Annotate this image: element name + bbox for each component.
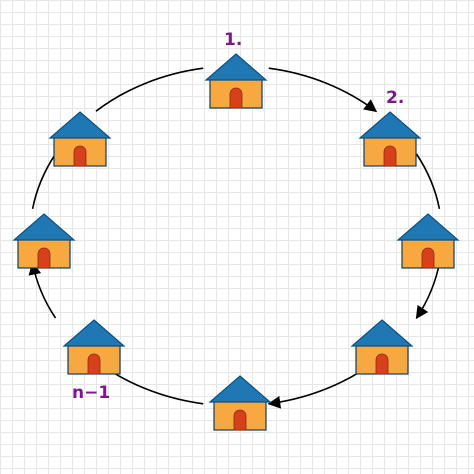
house-door: [383, 145, 397, 167]
house-door: [87, 353, 101, 375]
house-roof: [62, 319, 126, 347]
house-node: [396, 213, 460, 269]
house-node: [358, 111, 422, 167]
house-roof: [358, 111, 422, 139]
house-nodes: [12, 53, 460, 431]
house-node: [12, 213, 76, 269]
house-roof: [350, 319, 414, 347]
ring-edge: [415, 153, 441, 210]
house-door: [421, 247, 435, 269]
house-roof: [208, 375, 272, 403]
house-node: [350, 319, 414, 375]
ring-edge: [268, 67, 378, 113]
label-last-house: n−1: [72, 383, 111, 403]
ring-edge: [31, 153, 57, 210]
ring-edge: [28, 261, 57, 319]
house-door: [229, 87, 243, 109]
label-first-house: 1.: [224, 30, 243, 50]
house-roof: [204, 53, 268, 81]
house-door: [233, 409, 247, 431]
label-second-house: 2.: [386, 88, 405, 108]
house-node: [204, 53, 268, 109]
ring-edge: [415, 262, 441, 320]
house-node: [62, 319, 126, 375]
house-node: [208, 375, 272, 431]
house-door: [375, 353, 389, 375]
house-roof: [48, 111, 112, 139]
ring-edge: [95, 67, 204, 112]
house-roof: [12, 213, 76, 241]
house-node: [48, 111, 112, 167]
house-door: [73, 145, 87, 167]
house-door: [37, 247, 51, 269]
house-roof: [396, 213, 460, 241]
